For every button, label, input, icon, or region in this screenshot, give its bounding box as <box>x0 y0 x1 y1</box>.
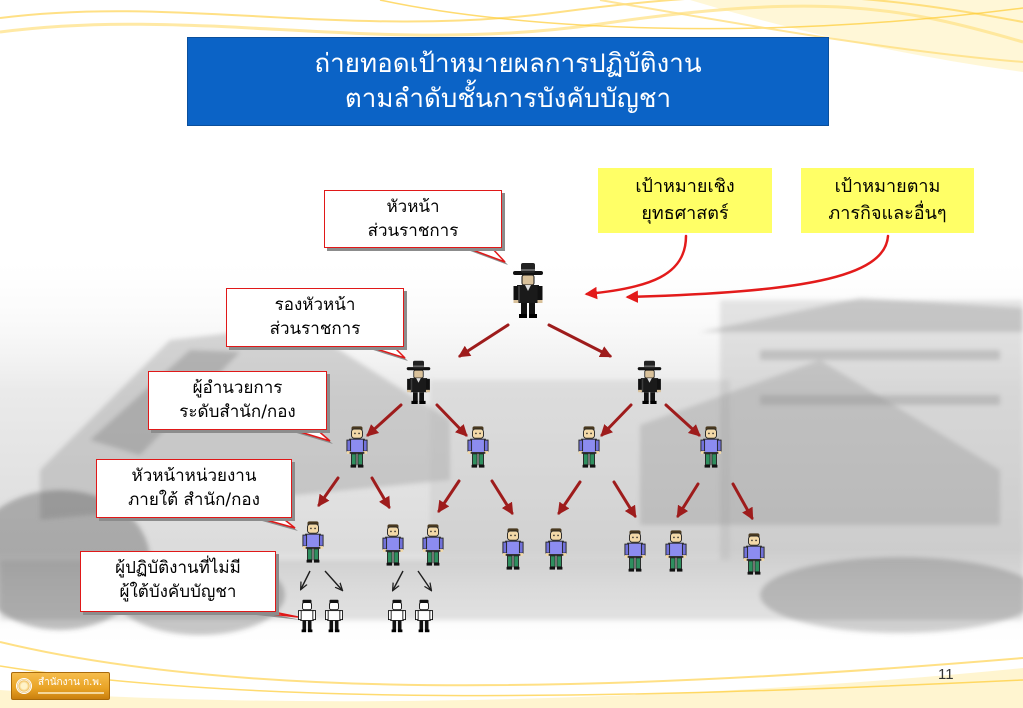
callout-line: ผู้ปฏิบัติงานที่ไม่มี <box>115 558 241 578</box>
hierarchy-arrow <box>457 323 510 358</box>
wave-line <box>0 641 1023 687</box>
operator-person-icon <box>298 599 316 633</box>
page-number: 11 <box>938 666 954 683</box>
hierarchy-arrow <box>435 403 468 437</box>
hierarchy-arrow <box>600 403 633 437</box>
top-yellow-waves <box>0 0 1023 72</box>
callout-tail <box>461 245 506 263</box>
wave-line <box>0 0 1023 23</box>
hierarchy-arrow <box>547 323 613 358</box>
callout-tail-shadow <box>290 431 333 444</box>
goal-box-line: ยุทธศาสตร์ <box>641 203 729 224</box>
callout-line: ระดับสำนัก/กอง <box>179 402 296 422</box>
executive-person-icon <box>512 262 544 318</box>
operator-person-icon <box>388 599 406 633</box>
staff-person-icon <box>302 520 324 563</box>
level-unit-head <box>302 520 765 575</box>
staff-person-icon <box>624 529 646 572</box>
staff-person-icon <box>578 425 600 468</box>
level-head-of-agency <box>512 262 544 318</box>
logo-divider <box>38 692 104 694</box>
goal-link-arrow <box>584 234 688 300</box>
mission-goal-box: เป้าหมายตาม ภารกิจและอื่นๆ <box>801 168 974 233</box>
hierarchy-arrow <box>612 480 637 519</box>
executive-person-icon <box>637 360 662 404</box>
callout-tail-shadow <box>465 249 508 265</box>
hierarchy-arrow <box>731 482 754 521</box>
callout-line: ส่วนราชการ <box>269 319 361 339</box>
staff-person-icon <box>346 425 368 468</box>
strategic-goal-box: เป้าหมายเชิง ยุทธศาสตร์ <box>598 168 772 233</box>
slide-title-line: ถ่ายทอดเป้าหมายผลการปฏิบัติงาน <box>314 49 702 79</box>
callout-tail-shadow <box>239 613 301 620</box>
callout-line: รองหัวหน้า <box>274 295 356 315</box>
slide-title-line: ตามลำดับชั้นการบังคับบัญชา <box>344 84 672 114</box>
tree-cluster <box>760 557 1023 633</box>
hierarchy-arrow <box>370 476 391 510</box>
operator-person-icon <box>415 599 433 633</box>
wave-line <box>0 665 1023 697</box>
goal-box-line: เป้าหมายเชิง <box>635 176 735 197</box>
level-deputy-head <box>406 360 662 404</box>
ocsc-emblem-icon <box>16 678 32 694</box>
hierarchy-arrow <box>664 403 701 437</box>
hierarchy-arrow <box>366 403 403 437</box>
staff-person-icon <box>467 425 489 468</box>
wave-line <box>379 0 1023 30</box>
callout-line: ผู้อำนวยการ <box>192 378 283 398</box>
bottom-yellow-waves <box>0 641 1023 708</box>
wave-line <box>599 0 1023 63</box>
delegation-arrow-small <box>324 570 342 590</box>
callout-line: ภายใต้ สำนัก/กอง <box>128 490 260 510</box>
staff-person-icon <box>700 425 722 468</box>
level-director <box>346 425 722 468</box>
hierarchy-arrow <box>676 482 700 519</box>
staff-person-icon <box>545 527 567 570</box>
slide-title: ถ่ายทอดเป้าหมายผลการปฏิบัติงาน ตามลำดับช… <box>187 37 829 126</box>
right-roof-slope <box>640 360 1000 525</box>
delegation-arrow-small <box>301 570 311 589</box>
wave-fill <box>0 668 1023 708</box>
hierarchy-arrow <box>490 479 514 516</box>
goal-box-line: เป้าหมายตาม <box>834 176 941 197</box>
callout-line: ผู้ใต้บังคับบัญชา <box>119 582 237 602</box>
callout-operational-staff: ผู้ปฏิบัติงานที่ไม่มี ผู้ใต้บังคับบัญชา <box>80 551 276 612</box>
hierarchy-arrow <box>437 479 461 513</box>
callout-director: ผู้อำนวยการ ระดับสำนัก/กอง <box>148 371 327 430</box>
agency-logo: สำนักงาน ก.พ. <box>11 672 110 700</box>
staff-person-icon <box>502 527 524 570</box>
callout-deputy-head: รองหัวหน้า ส่วนราชการ <box>226 288 404 347</box>
staff-person-icon <box>422 523 444 566</box>
hierarchy-arrow <box>317 476 340 507</box>
right-building-window-band <box>760 350 1000 360</box>
level-operational-staff <box>298 599 433 633</box>
callout-tail-shadow <box>255 519 298 531</box>
delegation-arrow-small <box>417 570 431 590</box>
callout-line: ส่วนราชการ <box>367 221 459 241</box>
goal-box-line: ภารกิจและอื่นๆ <box>828 203 947 224</box>
staff-person-icon <box>382 523 404 566</box>
callout-line: หัวหน้าหน่วยงาน <box>131 466 257 486</box>
operator-person-icon <box>325 599 343 633</box>
right-building-roof <box>700 298 1023 332</box>
executive-person-icon <box>406 360 431 404</box>
hierarchy-arrow <box>557 480 582 515</box>
hierarchy-arrows <box>301 323 754 590</box>
staff-person-icon <box>665 529 687 572</box>
callout-line: หัวหน้า <box>386 197 440 217</box>
callout-unit-head: หัวหน้าหน่วยงาน ภายใต้ สำนัก/กอง <box>96 459 292 518</box>
logo-text: สำนักงาน ก.พ. <box>38 677 103 688</box>
staff-person-icon <box>743 532 765 575</box>
delegation-arrow-small <box>393 570 404 590</box>
callout-head-of-agency: หัวหน้า ส่วนราชการ <box>324 190 502 248</box>
wave-line <box>0 4 1023 44</box>
goal-link-arrow <box>625 234 890 303</box>
